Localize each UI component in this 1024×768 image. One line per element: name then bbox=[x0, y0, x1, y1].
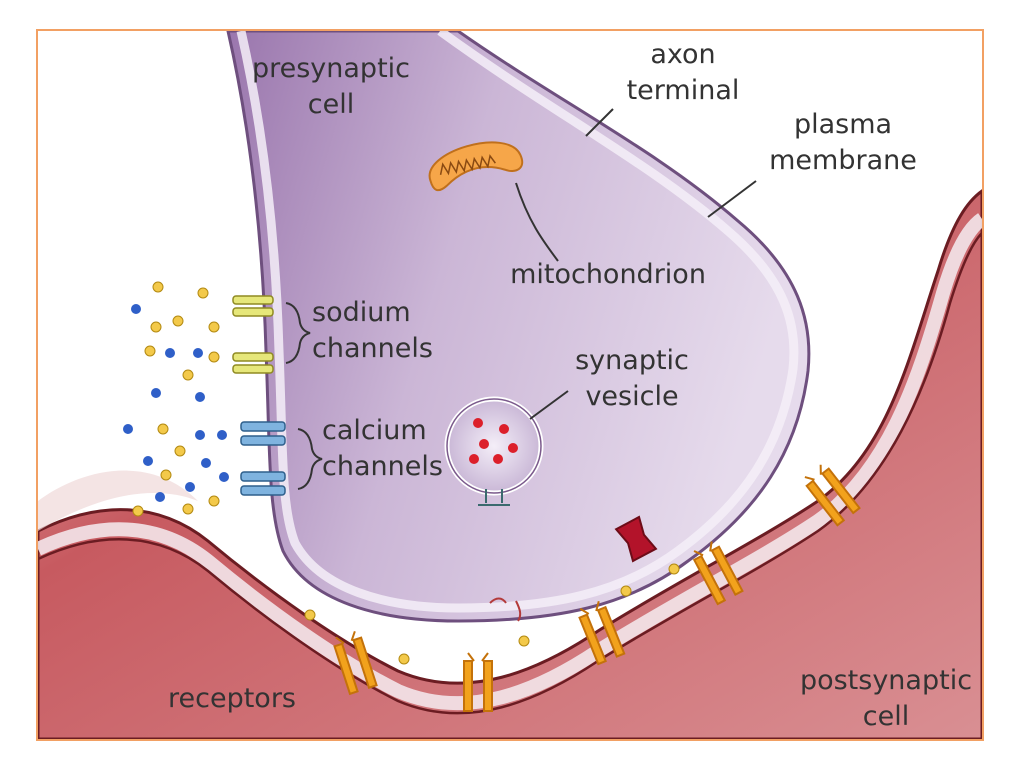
diagram-frame: presynaptic cell axon terminal plasma me… bbox=[36, 29, 984, 741]
axon-terminal-label: axon terminal bbox=[603, 37, 763, 109]
calcium-channels-brace bbox=[297, 428, 323, 490]
receptor bbox=[578, 601, 626, 666]
left-cell-edge bbox=[38, 470, 198, 531]
sodium-channels-label-line1: sodium bbox=[312, 297, 411, 328]
neurotransmitter-dot bbox=[469, 454, 479, 464]
calcium-channel bbox=[240, 421, 286, 446]
postsynaptic-cell-label: postsynaptic cell bbox=[786, 663, 982, 735]
postsynaptic-cell-label-line2: cell bbox=[862, 701, 910, 732]
synaptic-vesicle-label: synaptic vesicle bbox=[552, 343, 712, 415]
axon-terminal-label-line1: axon bbox=[650, 39, 716, 70]
axon-terminal-label-line2: terminal bbox=[626, 75, 740, 106]
calcium-channels-label-line1: calcium bbox=[322, 415, 427, 446]
synaptic-vesicle-label-line1: synaptic bbox=[575, 345, 689, 376]
snare-protein bbox=[489, 597, 522, 622]
plasma-membrane-label-line2: membrane bbox=[769, 145, 917, 176]
neurotransmitter-dot bbox=[493, 454, 503, 464]
sodium-channel bbox=[232, 295, 274, 317]
synaptic-vesicle-label-line2: vesicle bbox=[585, 381, 679, 412]
calcium-channels-label-line2: channels bbox=[322, 451, 443, 482]
receptor bbox=[804, 464, 861, 527]
presynaptic-cell-label-line1: presynaptic bbox=[251, 53, 411, 84]
axon-terminal-leader bbox=[585, 108, 614, 137]
synaptic-vesicle-leader bbox=[529, 390, 569, 420]
ion-cloud bbox=[123, 281, 229, 517]
plasma-membrane-label: plasma membrane bbox=[753, 107, 933, 179]
postsynaptic-cell bbox=[38, 189, 982, 739]
plasma-membrane-label-line1: plasma bbox=[793, 109, 893, 140]
neurotransmitter-dot bbox=[479, 439, 489, 449]
mitochondrion-organelle bbox=[428, 141, 524, 192]
mitochondrion-leader bbox=[515, 182, 559, 262]
sodium-channels-label-line2: channels bbox=[312, 333, 433, 364]
postsynaptic-membrane-inner bbox=[38, 232, 982, 715]
sodium-channels-brace bbox=[285, 302, 311, 364]
receptor bbox=[463, 652, 493, 712]
receptors-label: receptors bbox=[168, 683, 296, 714]
released-neurotransmitter bbox=[304, 563, 680, 665]
neurotransmitter-dot bbox=[499, 424, 509, 434]
calcium-channel bbox=[240, 471, 286, 496]
neurotransmitter-dot bbox=[508, 443, 518, 453]
postsynaptic-cell-label-line1: postsynaptic bbox=[799, 665, 973, 696]
presynaptic-cell-label-line2: cell bbox=[307, 89, 355, 120]
sodium-channels-label: sodium channels bbox=[312, 295, 462, 367]
calcium-channels-label: calcium channels bbox=[322, 413, 472, 485]
sodium-channel bbox=[232, 352, 274, 374]
blocked-receptor bbox=[614, 515, 658, 563]
presynaptic-membrane bbox=[236, 31, 799, 613]
receptor bbox=[692, 541, 744, 606]
plasma-membrane-leader bbox=[707, 180, 757, 218]
receptor bbox=[333, 630, 378, 696]
synaptic-vesicle-organelle bbox=[444, 396, 544, 506]
neurotransmitter-dot bbox=[473, 418, 483, 428]
mitochondrion-label: mitochondrion bbox=[510, 259, 706, 290]
synapse-diagram bbox=[38, 31, 982, 739]
presynaptic-cell-label: presynaptic cell bbox=[236, 51, 426, 123]
